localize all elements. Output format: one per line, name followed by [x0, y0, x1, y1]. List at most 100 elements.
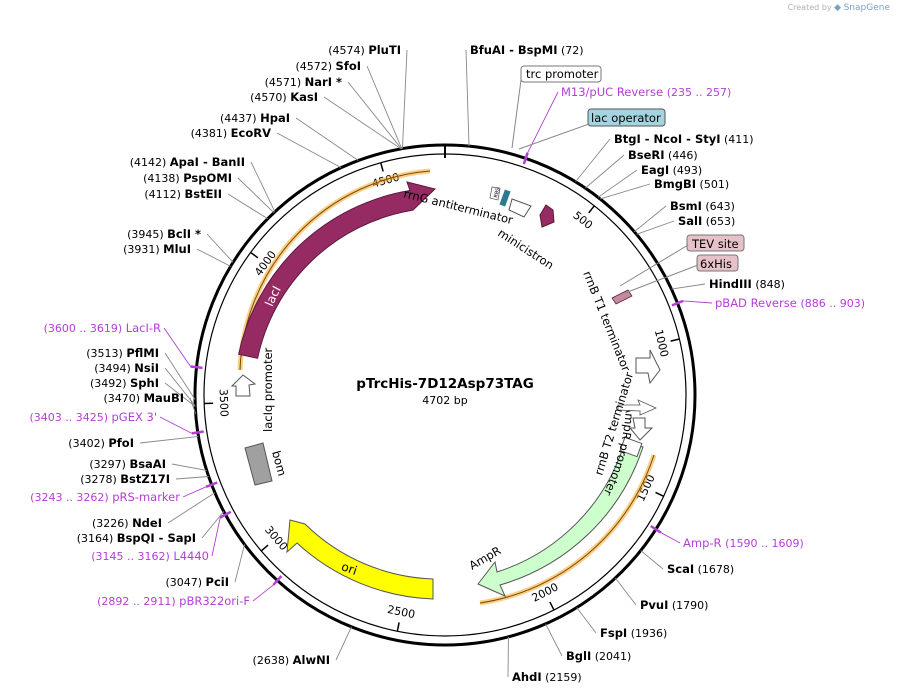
enzyme-position: (1678)	[694, 563, 734, 576]
enzyme-leader	[545, 623, 563, 657]
enzyme-position: (3931)	[123, 243, 163, 256]
enzyme-name: BclI *	[167, 227, 201, 241]
enzyme-name: SfoI	[336, 59, 361, 73]
plasmid-name: pTrcHis-7D12Asp73TAG	[356, 376, 534, 392]
enzyme-leader	[227, 193, 268, 220]
primer-leader	[211, 517, 221, 557]
enzyme-label: AhdI (2159)	[512, 670, 582, 684]
enzyme-name: BmgBI	[654, 177, 696, 191]
enzyme-label: (4571) NarI *	[265, 75, 342, 89]
enzyme-label: BtgI - NcoI - StyI (411)	[614, 132, 754, 146]
primer-range: (3403 .. 3425)	[29, 411, 111, 424]
enzyme-label: (4381) EcoRV	[191, 126, 272, 140]
tick-label: 2500	[386, 603, 416, 621]
enzyme-leader	[347, 81, 402, 150]
enzyme-name: AlwNI	[293, 653, 330, 667]
tick-label: 3000	[262, 523, 290, 553]
trc-promoter-box: trc promoter	[520, 65, 602, 83]
enzyme-leader	[401, 49, 408, 149]
enzyme-position: (4381)	[191, 127, 231, 140]
primer-mark	[272, 575, 283, 586]
lacIq-promoter-label: lacIq promoter	[261, 347, 275, 432]
enzyme-label: (3278) BstZ17I	[80, 472, 170, 486]
minicistron-arrow	[539, 204, 555, 228]
lac-operator-leader	[518, 123, 590, 150]
enzyme-position: (3278)	[80, 473, 120, 486]
enzyme-position: (3047)	[165, 576, 205, 589]
enzyme-label: (3494) NsiI	[94, 361, 159, 375]
enzyme-name: BstZ17I	[120, 472, 170, 486]
enzyme-label: BsmI (643)	[670, 199, 735, 213]
rrnb-t2-small-arrow	[617, 399, 657, 416]
enzyme-label: BseRI (446)	[628, 148, 698, 162]
enzyme-name: BspQI - SapI	[117, 531, 196, 545]
enzyme-leader	[175, 476, 209, 480]
enzyme-name: BsaAI	[129, 457, 166, 471]
enzyme-position: (4571)	[265, 76, 305, 89]
trc-promoter-leader	[511, 79, 522, 149]
enzyme-position: (446)	[665, 149, 698, 162]
enzyme-position: (1790)	[668, 599, 708, 612]
enzyme-name: NarI *	[305, 75, 342, 89]
rrnb-t1-terminator-arrow	[635, 349, 661, 385]
bom-feature-box	[244, 442, 273, 486]
enzyme-leader	[671, 283, 706, 290]
enzyme-leader	[323, 96, 402, 150]
enzyme-name: AhdI	[512, 670, 542, 684]
enzyme-label: (3513) PflMI	[86, 346, 159, 360]
primer-mark	[219, 510, 232, 519]
enzyme-label: BglI (2041)	[566, 649, 631, 663]
primer-label: Amp-R (1590 .. 1609)	[683, 536, 804, 550]
enzyme-position: (3164)	[77, 532, 117, 545]
enzyme-name: FspI	[600, 626, 627, 640]
primer-leader	[252, 584, 274, 602]
enzyme-leader	[295, 117, 359, 161]
enzyme-leader	[139, 435, 199, 444]
enzyme-leader	[276, 132, 342, 169]
primer-name: pBAD Reverse	[715, 296, 800, 310]
tick-mark	[250, 251, 259, 259]
lacIq-promoter-arrow	[230, 374, 257, 397]
enzyme-name: BfuAI - BspMI	[470, 43, 557, 57]
rrng-antiterminator-box	[508, 198, 532, 218]
primer-range: (886 .. 903)	[800, 297, 865, 310]
primer-label: pBAD Reverse (886 .. 903)	[715, 296, 865, 310]
enzyme-leader	[366, 65, 403, 149]
watermark-brand: SnapGene	[843, 3, 890, 13]
tick-label: 500	[571, 209, 596, 232]
primer-name: LacI-R	[126, 321, 161, 335]
enzyme-leader	[196, 248, 231, 267]
enzyme-name: EagI	[641, 163, 669, 177]
enzyme-position: (4142)	[130, 156, 170, 169]
rbs-label: RBS	[493, 187, 501, 198]
enzyme-position: (3297)	[89, 458, 129, 471]
enzyme-leader	[335, 626, 352, 661]
enzyme-position: (2638)	[253, 654, 293, 667]
enzyme-name: SphI	[130, 376, 159, 390]
enzyme-leader	[237, 177, 275, 214]
enzyme-position: (3513)	[86, 347, 126, 360]
enzyme-name: HpaI	[260, 111, 290, 125]
enzyme-name: BtgI - NcoI - StyI	[614, 132, 721, 146]
primer-name: Amp-R	[683, 536, 725, 550]
enzyme-leader	[640, 550, 664, 570]
enzyme-position: (643)	[702, 200, 735, 213]
ampr-promoter-box	[619, 436, 643, 458]
enzyme-label: ScaI (1678)	[667, 562, 734, 576]
ori-label: ori	[339, 559, 358, 578]
enzyme-position: (3492)	[90, 377, 130, 390]
primer-mark	[650, 525, 662, 534]
primer-leader	[527, 91, 559, 153]
enzyme-label: (4112) BstEII	[144, 187, 222, 201]
enzyme-position: (3494)	[94, 362, 134, 375]
enzyme-name: MauBI	[144, 391, 184, 405]
tick-label: 3500	[217, 389, 231, 417]
primer-mark	[205, 481, 218, 488]
enzyme-name: NdeI	[132, 516, 162, 530]
enzyme-position: (501)	[696, 178, 729, 191]
enzyme-lines	[139, 49, 706, 678]
enzyme-position: (4574)	[328, 44, 368, 57]
enzyme-name: ApaI - BanII	[170, 155, 245, 169]
tev-site-box: TEV site	[686, 234, 745, 252]
enzyme-name: BsmI	[670, 199, 702, 213]
